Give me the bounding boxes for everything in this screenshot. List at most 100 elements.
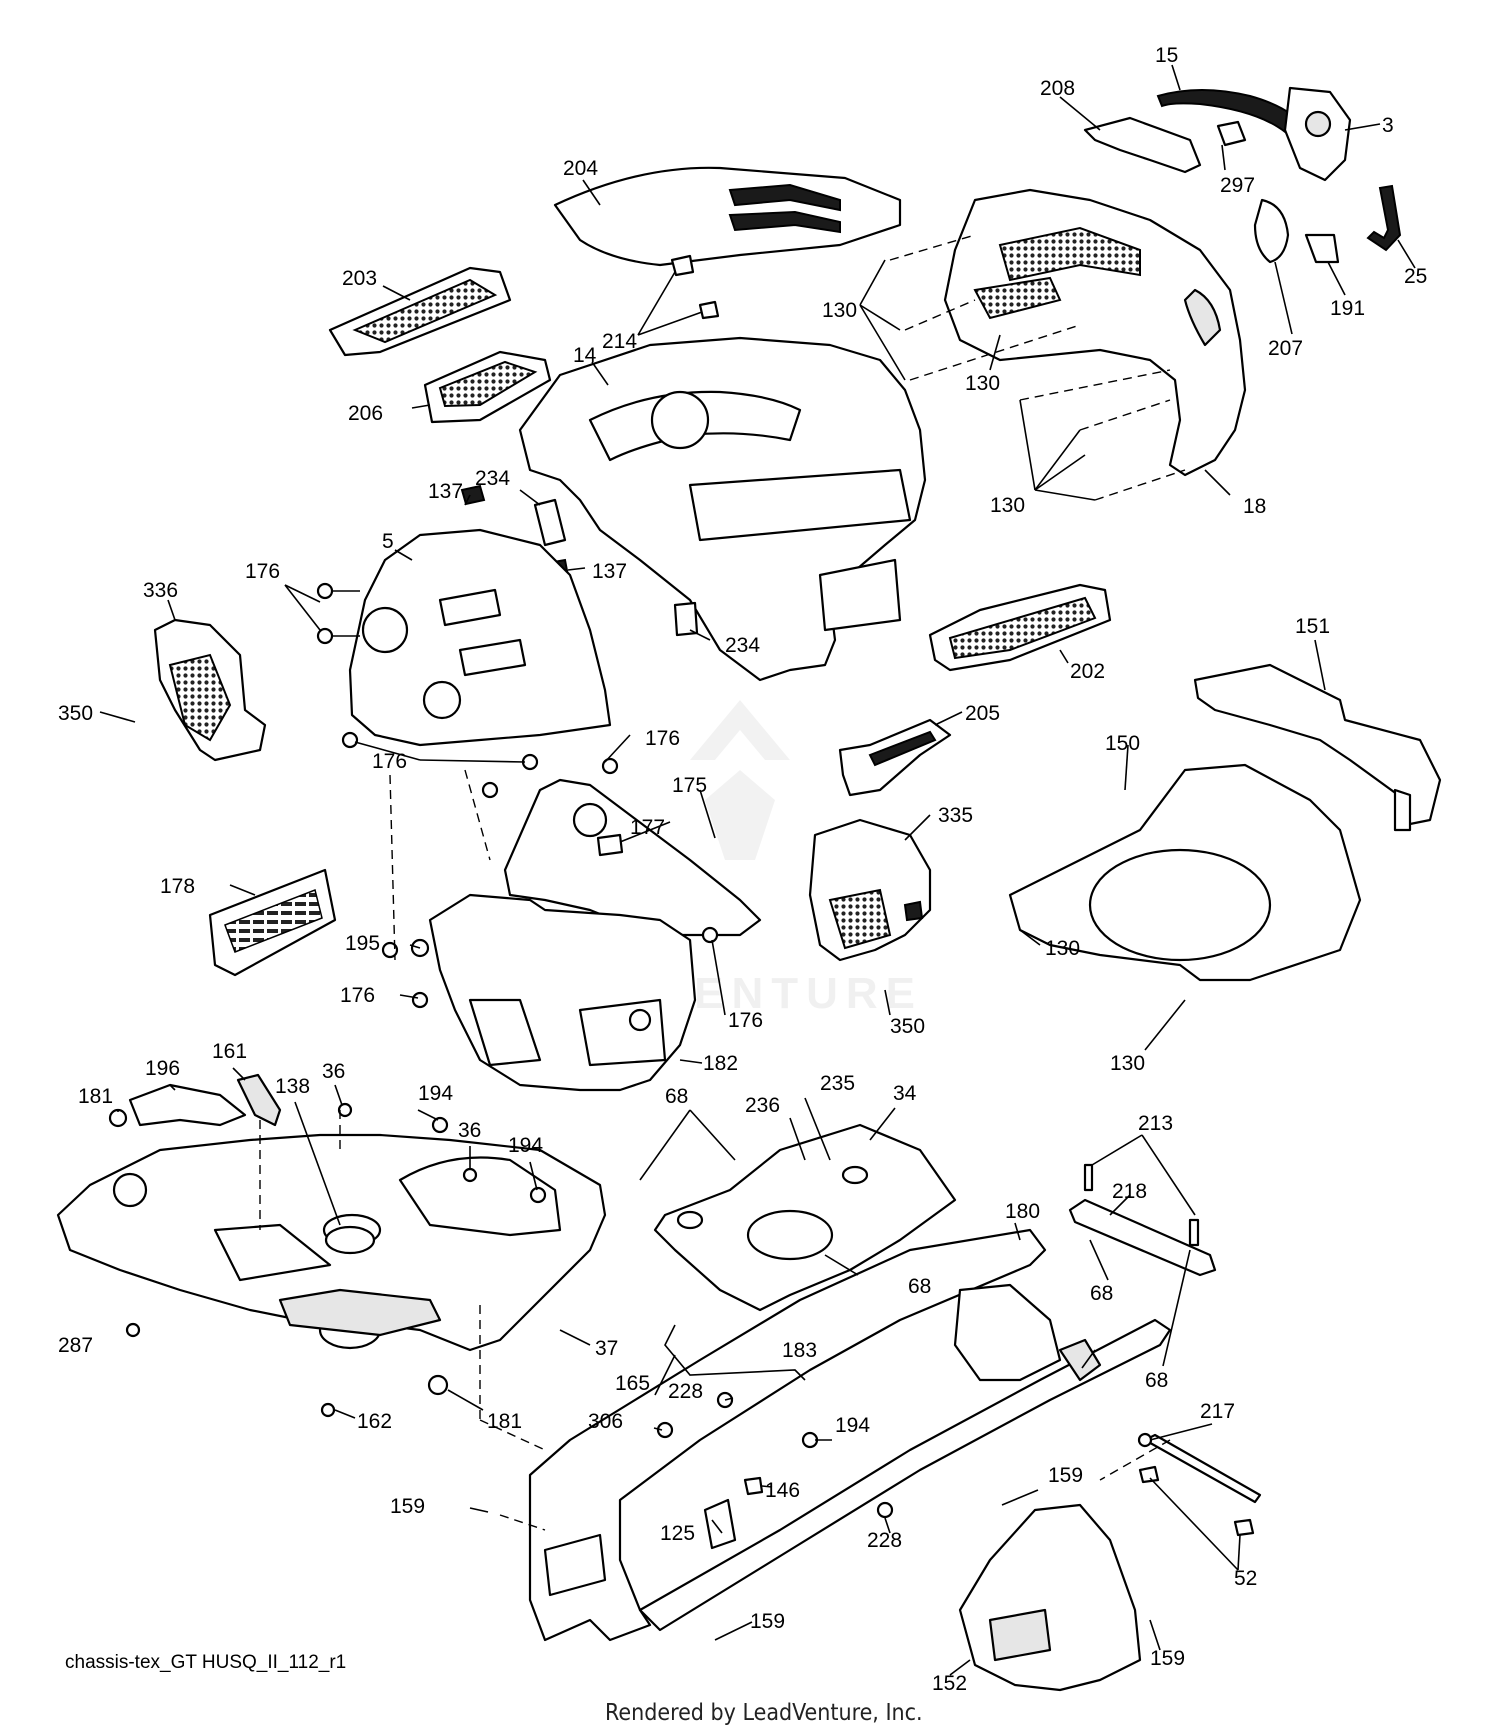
drawing-id: chassis-tex_GT HUSQ_II_112_r1 bbox=[65, 1652, 346, 1673]
callout-label: 68 bbox=[1145, 1369, 1168, 1392]
callout-label: 217 bbox=[1200, 1400, 1235, 1423]
callout-label: 150 bbox=[1105, 732, 1140, 755]
callout-label: 207 bbox=[1268, 337, 1303, 360]
part-161-insert bbox=[236, 1073, 282, 1127]
callout-label: 236 bbox=[745, 1094, 780, 1117]
callout-label: 208 bbox=[1040, 77, 1075, 100]
part-214-clip bbox=[670, 254, 695, 277]
callout-label: 235 bbox=[820, 1072, 855, 1095]
callout-label: 206 bbox=[348, 402, 383, 425]
callout-label: 234 bbox=[725, 634, 760, 657]
callout-label: 176 bbox=[372, 750, 407, 773]
callout-label: 176 bbox=[645, 727, 680, 750]
footer-credit: Rendered by LeadVenture, Inc. bbox=[605, 1700, 923, 1726]
callout-label: 202 bbox=[1070, 660, 1105, 683]
part-146-plug bbox=[743, 1476, 764, 1496]
callout-label: 68 bbox=[1090, 1282, 1113, 1305]
callout-label: 176 bbox=[245, 560, 280, 583]
part-194-nut-3 bbox=[801, 1431, 819, 1449]
callout-label: 335 bbox=[938, 804, 973, 827]
leader-lines bbox=[99, 64, 1416, 1676]
callout-label: 203 bbox=[342, 267, 377, 290]
callout-label: 183 bbox=[782, 1339, 817, 1362]
callout-label: 350 bbox=[58, 702, 93, 725]
callout-label: 130 bbox=[1045, 937, 1080, 960]
callout-label: 306 bbox=[588, 1410, 623, 1433]
callout-label: 204 bbox=[563, 157, 598, 180]
part-152-step bbox=[958, 1503, 1142, 1692]
callout-label: 125 bbox=[660, 1522, 695, 1545]
callout-label: 214 bbox=[602, 330, 637, 353]
callout-label: 195 bbox=[345, 932, 380, 955]
part-180-frame bbox=[528, 1228, 1047, 1642]
part-177-nut bbox=[596, 833, 624, 857]
callout-label: 196 bbox=[145, 1057, 180, 1080]
part-213-bolt bbox=[1083, 1163, 1094, 1192]
callout-label: 34 bbox=[893, 1082, 917, 1105]
callout-label: 159 bbox=[750, 1610, 785, 1633]
part-25-trim bbox=[1366, 184, 1402, 252]
callout-label: 151 bbox=[1295, 615, 1330, 638]
callout-label: 68 bbox=[665, 1085, 688, 1108]
part-181-plug bbox=[108, 1108, 128, 1128]
callout-label: 180 bbox=[1005, 1200, 1040, 1223]
part-125-cover bbox=[703, 1498, 737, 1550]
callout-label: 137 bbox=[428, 480, 463, 503]
part-297-knob bbox=[1216, 120, 1247, 147]
part-194-nut bbox=[431, 1116, 449, 1134]
callout-label: 130 bbox=[822, 299, 857, 322]
callout-label: 3 bbox=[1382, 114, 1394, 137]
callout-label: 159 bbox=[390, 1495, 425, 1518]
callout-label: 130 bbox=[965, 372, 1000, 395]
parts bbox=[56, 86, 1442, 1692]
callout-label: 15 bbox=[1155, 44, 1178, 67]
part-162-screw bbox=[320, 1402, 336, 1418]
part-306-nut bbox=[656, 1421, 674, 1439]
callout-label: 287 bbox=[58, 1334, 93, 1357]
callout-label: 130 bbox=[990, 494, 1025, 517]
callout-label: 138 bbox=[275, 1075, 310, 1098]
part-36-bolt-2 bbox=[462, 1167, 478, 1183]
callout-label: 191 bbox=[1330, 297, 1365, 320]
callout-labels: 15 208 3 297 25 191 207 204 203 214 130 … bbox=[58, 44, 1427, 1695]
part-234-label bbox=[533, 498, 567, 547]
callout-label: 194 bbox=[508, 1134, 543, 1157]
callout-label: 205 bbox=[965, 702, 1000, 725]
callout-label: 68 bbox=[908, 1275, 931, 1298]
callout-label: 165 bbox=[615, 1372, 650, 1395]
callout-label: 297 bbox=[1220, 174, 1255, 197]
part-165-rod bbox=[664, 1324, 806, 1381]
part-138-grommet bbox=[324, 1225, 376, 1255]
callout-label: 159 bbox=[1150, 1647, 1185, 1670]
callout-label: 146 bbox=[765, 1479, 800, 1502]
part-218-bracket bbox=[1068, 1198, 1217, 1277]
callout-label: 36 bbox=[322, 1060, 345, 1083]
callout-label: 350 bbox=[890, 1015, 925, 1038]
callout-label: 234 bbox=[475, 467, 510, 490]
callout-label: 175 bbox=[672, 774, 707, 797]
callout-label: 228 bbox=[668, 1380, 703, 1403]
callout-label: 336 bbox=[143, 579, 178, 602]
part-287-screw bbox=[125, 1322, 141, 1338]
part-175-bracket bbox=[503, 778, 762, 937]
part-214-clip-2 bbox=[698, 300, 720, 320]
part-208-bracket bbox=[1083, 116, 1202, 174]
callout-label: 218 bbox=[1112, 1180, 1147, 1203]
callout-label: 194 bbox=[418, 1082, 453, 1105]
callout-label: 159 bbox=[1048, 1464, 1083, 1487]
part-191-clip bbox=[1304, 233, 1340, 264]
callout-label: 52 bbox=[1234, 1567, 1257, 1590]
callout-label: 5 bbox=[382, 530, 394, 553]
callout-label: 177 bbox=[630, 816, 665, 839]
assembly-lines bbox=[259, 234, 1186, 1531]
callout-label: 194 bbox=[835, 1414, 870, 1437]
callout-label: 152 bbox=[932, 1672, 967, 1695]
callout-label: 176 bbox=[340, 984, 375, 1007]
part-52-nut-2 bbox=[1233, 1518, 1255, 1537]
callout-label: 178 bbox=[160, 875, 195, 898]
part-204-hood bbox=[553, 166, 902, 267]
callout-label: 181 bbox=[487, 1410, 522, 1433]
callout-label: 176 bbox=[728, 1009, 763, 1032]
part-36-bolt bbox=[337, 1102, 353, 1118]
